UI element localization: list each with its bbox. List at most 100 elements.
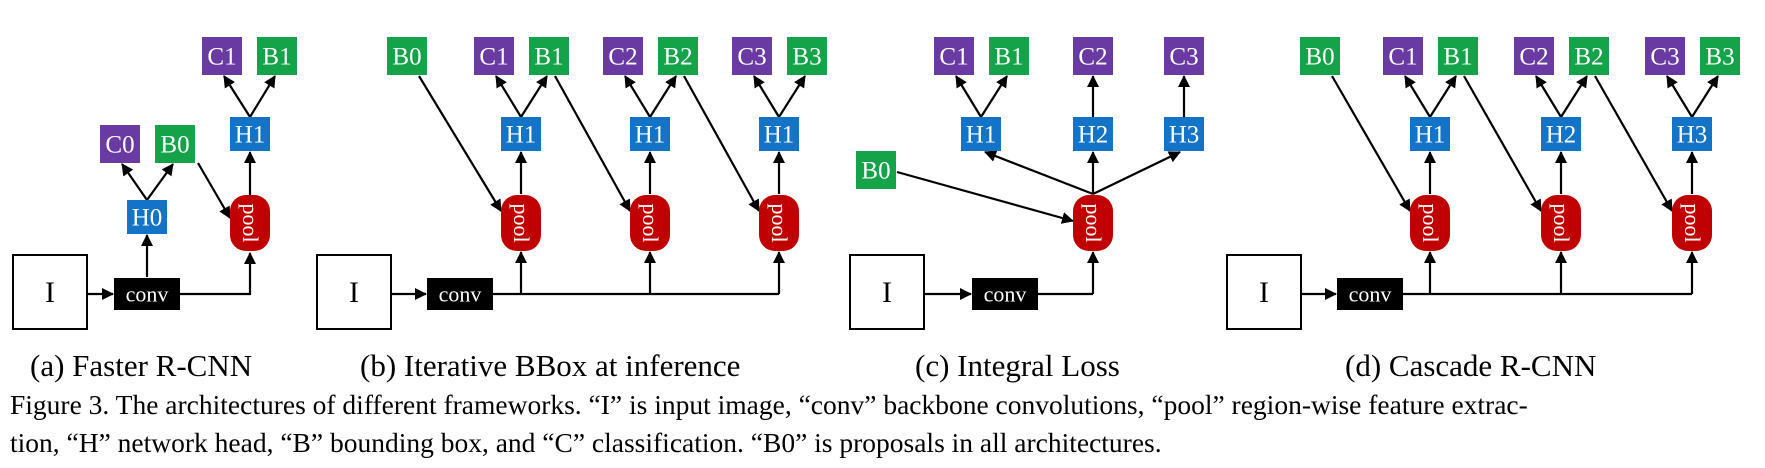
- arrow: [1404, 75, 1431, 118]
- bbox-b-3: B3: [787, 37, 827, 75]
- svg-text:B3: B3: [1705, 44, 1734, 71]
- svg-text:H3: H3: [1677, 122, 1708, 149]
- head-b-1: H1: [501, 117, 541, 151]
- connection-arrows: [88, 75, 1719, 300]
- caption-line-2: tion, “H” network head, “B” bounding box…: [10, 427, 1162, 458]
- bbox-d-3: B3: [1700, 37, 1740, 75]
- head-c-1: H1: [961, 117, 1001, 151]
- cls-b-3: C3: [732, 37, 772, 75]
- head-d-2: H2: [1541, 117, 1581, 151]
- subcaption-c: (c) Integral Loss: [915, 348, 1120, 383]
- arrow: [624, 75, 651, 118]
- svg-text:B1: B1: [994, 44, 1023, 71]
- bbox-d-2: B2: [1569, 37, 1609, 75]
- figure-caption: Figure 3. The architectures of different…: [10, 386, 1755, 462]
- svg-text:C1: C1: [207, 44, 236, 71]
- svg-text:pool: pool: [1418, 203, 1443, 242]
- arrow: [197, 162, 231, 219]
- bbox-c-b0: B0: [856, 151, 896, 189]
- svg-text:B0: B0: [861, 158, 890, 185]
- arrow: [249, 75, 276, 118]
- arrow: [1560, 75, 1588, 118]
- svg-text:pool: pool: [638, 203, 663, 242]
- svg-text:I: I: [882, 276, 892, 309]
- svg-text:B0: B0: [1305, 44, 1334, 71]
- svg-text:conv: conv: [126, 281, 169, 306]
- arrow: [1092, 151, 1181, 195]
- arrow: [495, 75, 522, 118]
- svg-text:H1: H1: [506, 122, 537, 149]
- bbox-d-b0: B0: [1300, 37, 1340, 75]
- pool-c: pool: [1073, 195, 1113, 251]
- svg-text:pool: pool: [767, 203, 792, 242]
- pool-b-3: pool: [759, 195, 799, 251]
- svg-text:H0: H0: [132, 205, 163, 232]
- caption-line-1: Figure 3. The architectures of different…: [10, 389, 1528, 420]
- arrow: [520, 75, 548, 118]
- svg-text:C2: C2: [1519, 44, 1548, 71]
- svg-text:C3: C3: [1650, 44, 1679, 71]
- arrow: [223, 75, 251, 118]
- svg-text:C3: C3: [737, 44, 766, 71]
- head-a-h0: H0: [127, 200, 167, 234]
- svg-text:conv: conv: [439, 281, 482, 306]
- arrow: [778, 75, 806, 118]
- cls-c-2: C2: [1073, 37, 1113, 75]
- arrow: [683, 75, 760, 212]
- input-image-c: I: [849, 254, 925, 330]
- svg-text:B0: B0: [160, 132, 189, 159]
- svg-text:C3: C3: [1169, 44, 1198, 71]
- svg-text:C1: C1: [939, 44, 968, 71]
- svg-text:B3: B3: [792, 44, 821, 71]
- bbox-b-2: B2: [658, 37, 698, 75]
- head-d-3: H3: [1672, 117, 1712, 151]
- cls-a-c0: C0: [100, 125, 140, 163]
- input-image-b: I: [316, 254, 392, 330]
- svg-text:C2: C2: [608, 44, 637, 71]
- arrow: [1429, 75, 1457, 118]
- bbox-b-b0: B0: [387, 37, 427, 75]
- svg-text:B0: B0: [392, 44, 421, 71]
- svg-text:B1: B1: [534, 44, 563, 71]
- svg-text:conv: conv: [1349, 281, 1392, 306]
- cls-c-3: C3: [1164, 37, 1204, 75]
- arrow: [753, 75, 780, 118]
- subcaption-b: (b) Iterative BBox at inference: [360, 348, 740, 383]
- svg-text:pool: pool: [1081, 203, 1106, 242]
- subcaption-a: (a) Faster R-CNN: [30, 348, 252, 383]
- svg-text:C1: C1: [1388, 44, 1417, 71]
- cls-d-1: C1: [1383, 37, 1423, 75]
- pool-a: pool: [230, 195, 270, 251]
- arrow: [418, 75, 502, 212]
- svg-text:C0: C0: [105, 132, 134, 159]
- head-b-2: H1: [630, 117, 670, 151]
- cls-b-2: C2: [603, 37, 643, 75]
- svg-text:H1: H1: [966, 122, 997, 149]
- pool-b-1: pool: [501, 195, 541, 251]
- cls-d-2: C2: [1514, 37, 1554, 75]
- svg-text:B2: B2: [1574, 44, 1603, 71]
- svg-text:H1: H1: [1415, 122, 1446, 149]
- svg-text:B1: B1: [262, 44, 291, 71]
- pool-d-2: pool: [1541, 195, 1581, 251]
- svg-text:B2: B2: [663, 44, 692, 71]
- conv-d: conv: [1337, 278, 1403, 310]
- svg-text:H2: H2: [1078, 122, 1109, 149]
- head-c-3: H3: [1164, 117, 1204, 151]
- pool-b-2: pool: [630, 195, 670, 251]
- arrow: [554, 75, 631, 212]
- svg-text:H2: H2: [1546, 122, 1577, 149]
- svg-text:pool: pool: [1680, 203, 1705, 242]
- svg-text:C2: C2: [1078, 44, 1107, 71]
- svg-text:I: I: [1259, 276, 1269, 309]
- pool-d-1: pool: [1410, 195, 1450, 251]
- conv-b: conv: [427, 278, 493, 310]
- bbox-a-b1: B1: [257, 37, 297, 75]
- head-b-3: H1: [759, 117, 799, 151]
- svg-text:H3: H3: [1169, 122, 1200, 149]
- svg-text:B1: B1: [1443, 44, 1472, 71]
- input-image-d: I: [1226, 254, 1302, 330]
- bbox-d-1: B1: [1438, 37, 1478, 75]
